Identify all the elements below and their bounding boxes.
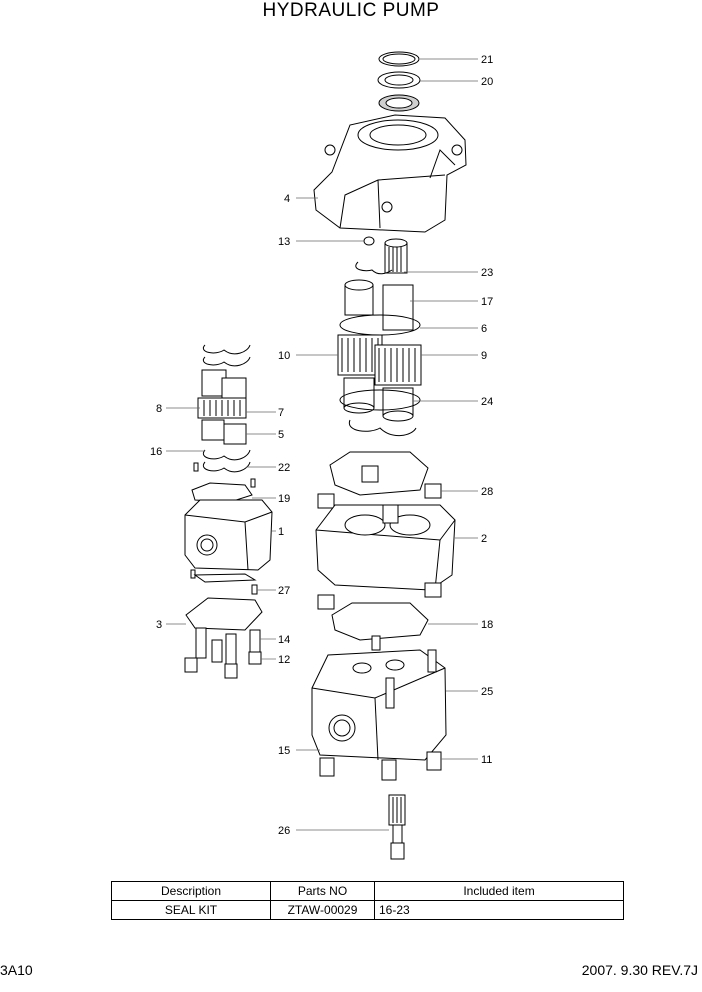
leader-lines [166,58,478,831]
part-drive-gear [374,284,422,422]
part-pin [250,478,256,488]
part-gasket [331,602,429,641]
part-spline-shaft [388,794,406,860]
part-seal-wire [348,419,417,436]
part-label-26: 26 [278,825,290,837]
table-header-row: Description Parts NO Included item [111,881,624,901]
revision-date: 2007. 9.30 REV.7J [581,962,698,978]
page-code: 3A10 [0,962,33,978]
part-label-9: 9 [481,350,487,362]
part-pin [190,569,196,579]
part-label-6: 6 [481,323,487,335]
part-pin [363,236,375,246]
part-rear-cover [311,635,447,761]
part-bushing [424,582,442,598]
col-header-included-item: Included item [374,881,624,901]
part-o-ring [191,482,253,503]
col-header-parts-no: Parts NO [270,881,375,901]
part-label-18: 18 [481,619,493,631]
part-gasket-upper [329,451,429,496]
part-pilot-gear-set [197,344,251,473]
part-label-4: 4 [284,193,290,205]
part-label-22: 22 [278,462,290,474]
col-header-description: Description [111,881,271,901]
part-bushing [317,594,335,610]
part-label-3: 3 [156,619,162,631]
part-label-11: 11 [481,754,492,766]
part-o-ring-lower [193,573,257,583]
part-label-14: 14 [278,634,290,646]
part-bolt [426,751,442,771]
seal-kit-table: Description Parts NO Included item SEAL … [111,881,624,920]
part-label-7: 7 [278,407,284,419]
part-label-17: 17 [481,296,493,308]
part-label-8: 8 [156,403,162,415]
part-label-27: 27 [278,585,290,597]
part-drive-gear-shaft [384,238,408,274]
part-bushing [317,493,335,509]
part-label-19: 19 [278,493,290,505]
part-ring [377,71,421,89]
part-side-plate [339,314,421,336]
part-label-16: 16 [150,446,162,458]
table-row: SEAL KIT ZTAW-00029 16-23 [111,900,624,920]
part-label-21: 21 [481,54,493,66]
part-oil-seal [378,94,420,112]
part-driven-gear [337,279,383,414]
cell-included-item: 16-23 [374,900,624,920]
diagram-title: HYDRAULIC PUMP [262,0,440,21]
part-label-24: 24 [481,396,493,408]
part-label-10: 10 [278,350,290,362]
part-label-2: 2 [481,533,487,545]
part-pilot-housing [184,499,273,571]
part-side-plate-lower [339,389,421,411]
part-label-13: 13 [278,236,290,248]
part-pilot-cover [184,597,263,679]
part-gear-housing [315,504,456,591]
part-label-5: 5 [278,429,284,441]
part-bushing [361,465,379,483]
part-label-15: 15 [278,745,290,757]
part-label-25: 25 [481,686,493,698]
part-bushing [424,483,442,499]
part-label-28: 28 [481,486,493,498]
part-label-23: 23 [481,267,493,279]
part-clip [355,261,393,275]
part-label-20: 20 [481,76,493,88]
part-bolt [381,759,397,781]
cell-description: SEAL KIT [111,900,271,920]
part-pin [251,584,258,595]
part-bolt [319,757,335,777]
part-front-flange [313,114,467,233]
part-label-12: 12 [278,654,290,666]
part-label-1: 1 [278,526,284,538]
part-snap-ring [378,51,420,67]
cell-parts-no: ZTAW-00029 [270,900,375,920]
part-pin [193,462,199,472]
